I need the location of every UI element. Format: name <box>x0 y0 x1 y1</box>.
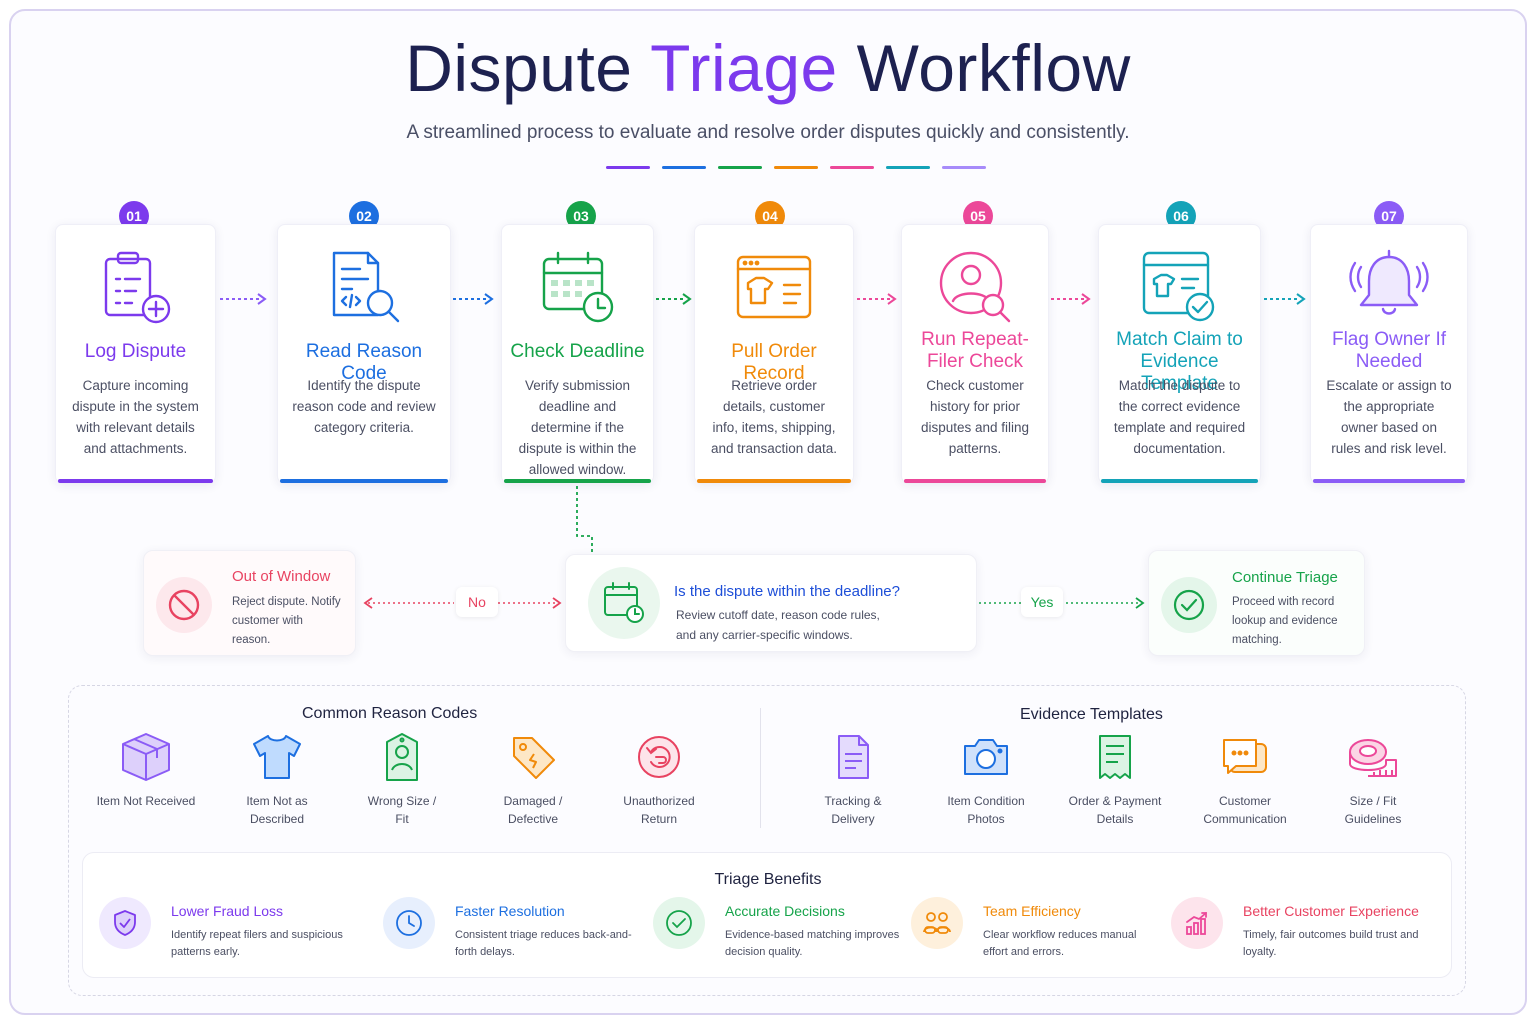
step-card-flag-owner[interactable]: Flag Owner If Needed Escalate or assign … <box>1310 224 1468 484</box>
flow-arrow-1-2 <box>220 293 267 305</box>
continue-triage-desc: Proceed with record lookup and evidence … <box>1232 596 1338 646</box>
document-icon <box>838 735 869 779</box>
step-description: Match the dispute to the correct evidenc… <box>1113 378 1246 456</box>
step-description: Retrieve order details, customer info, i… <box>710 378 838 456</box>
step-card-check-deadline[interactable]: Check Deadline Verify submission deadlin… <box>501 224 654 484</box>
box-icon <box>122 733 170 781</box>
calendar-clock-icon <box>588 567 660 639</box>
continue-triage-card[interactable]: Continue Triage Proceed with record look… <box>1148 550 1365 656</box>
step-card-repeat-filer-check[interactable]: Run Repeat-Filer Check Check customer hi… <box>901 224 1049 484</box>
calendar-clock-icon <box>542 251 613 323</box>
evidence-item-order-payment[interactable]: Order & Payment Details <box>1050 730 1180 828</box>
no-label: No <box>456 587 498 617</box>
clipboard-plus-icon <box>104 251 170 324</box>
step-title: Log Dispute <box>84 341 187 362</box>
out-of-window-title: Out of Window <box>232 568 331 585</box>
step-title: Run Repeat-Filer Check <box>921 329 1029 372</box>
evidence-item-photos[interactable]: Item Condition Photos <box>921 730 1051 828</box>
damaged-tag-icon <box>513 737 555 779</box>
triage-benefits-panel: Triage Benefits Lower Fraud Loss Identif… <box>82 852 1452 978</box>
reason-codes-title: Common Reason Codes <box>302 705 478 722</box>
receipt-icon <box>1099 735 1131 779</box>
shirt-icon <box>253 735 301 779</box>
team-icon <box>911 897 963 949</box>
step-card-log-dispute[interactable]: Log Dispute Capture incoming dispute in … <box>55 224 216 484</box>
evidence-item-tracking[interactable]: Tracking & Delivery <box>788 730 918 828</box>
page-frame <box>9 9 1527 1015</box>
step-title: Check Deadline <box>510 341 645 362</box>
decision-desc: Review cutoff date, reason code rules, a… <box>676 608 880 642</box>
check-circle-icon <box>1161 577 1217 633</box>
flow-arrow-3-4 <box>656 293 692 305</box>
step-title: Pull Order Record <box>731 341 817 384</box>
step-description: Identify the dispute reason code and rev… <box>292 378 436 435</box>
step-card-match-evidence-template[interactable]: Match Claim to Evidence Template Match t… <box>1098 224 1261 484</box>
title-accent: Triage <box>650 31 838 105</box>
template-check-icon <box>1142 251 1214 322</box>
flow-arrow-5-6 <box>1051 293 1091 305</box>
flow-arrow-6-7 <box>1264 293 1306 305</box>
return-arrow-icon <box>638 736 680 778</box>
reason-item-not-as-described[interactable]: Item Not as Described <box>212 730 342 828</box>
continue-triage-title: Continue Triage <box>1232 569 1338 586</box>
chart-growth-icon <box>1171 897 1223 949</box>
step-title: Read Reason Code <box>305 341 423 384</box>
shield-check-icon <box>99 897 151 949</box>
check-circle-icon <box>653 897 705 949</box>
color-divider <box>606 166 986 169</box>
page-subtitle: A streamlined process to evaluate and re… <box>406 122 1130 143</box>
clock-icon <box>383 897 435 949</box>
out-of-window-desc: Reject dispute. Notify customer with rea… <box>232 596 341 646</box>
step-card-pull-order-record[interactable]: Pull Order Record Retrieve order details… <box>694 224 854 484</box>
decision-question: Is the dispute within the deadline? <box>674 583 900 600</box>
camera-icon <box>964 739 1008 775</box>
code-document-search-icon <box>332 251 400 323</box>
evidence-item-communication[interactable]: Customer Communication <box>1180 730 1310 828</box>
evidence-templates-title: Evidence Templates <box>1020 706 1163 723</box>
step-description: Escalate or assign to the appropriate ow… <box>1326 378 1452 456</box>
panel-divider <box>760 708 761 828</box>
flow-arrow-4-5 <box>857 293 897 305</box>
step-description: Capture incoming dispute in the system w… <box>72 378 199 456</box>
deadline-connector <box>576 486 593 558</box>
step-title: Flag Owner If Needed <box>1331 329 1447 372</box>
order-record-icon <box>736 255 812 319</box>
flow-arrow-2-3 <box>453 293 494 305</box>
step-description: Verify submission deadline and determine… <box>518 378 637 477</box>
yes-branch-arrow <box>979 597 1145 609</box>
step-description: Check customer history for prior dispute… <box>920 378 1030 456</box>
step-title: Match Claim to Evidence Template <box>1116 329 1243 394</box>
tag-person-icon <box>386 733 418 781</box>
reference-panel <box>68 685 1466 996</box>
reason-item-unauthorized-return[interactable]: Unauthorized Return <box>594 730 724 828</box>
reason-item-damaged[interactable]: Damaged / Defective <box>468 730 598 828</box>
reason-item-wrong-size[interactable]: Wrong Size / Fit <box>337 730 467 828</box>
no-branch-arrow <box>363 597 562 609</box>
chat-icon <box>1223 739 1267 774</box>
step-card-read-reason-code[interactable]: Read Reason Code Identify the dispute re… <box>277 224 451 484</box>
benefits-title: Triage Benefits <box>714 871 822 888</box>
ban-icon <box>156 577 212 633</box>
evidence-item-size-fit[interactable]: Size / Fit Guidelines <box>1308 730 1438 828</box>
page-title: Dispute Triage Workflow <box>405 31 1131 105</box>
reason-item-not-received[interactable]: Item Not Received <box>81 730 211 810</box>
deadline-decision-card[interactable]: Is the dispute within the deadline? Revi… <box>565 554 977 652</box>
user-search-icon <box>939 251 1011 323</box>
measuring-tape-icon <box>1349 739 1397 777</box>
bell-alert-icon <box>1349 249 1429 315</box>
yes-label: Yes <box>1021 587 1063 617</box>
out-of-window-card[interactable]: Out of Window Reject dispute. Notify cus… <box>143 550 356 656</box>
